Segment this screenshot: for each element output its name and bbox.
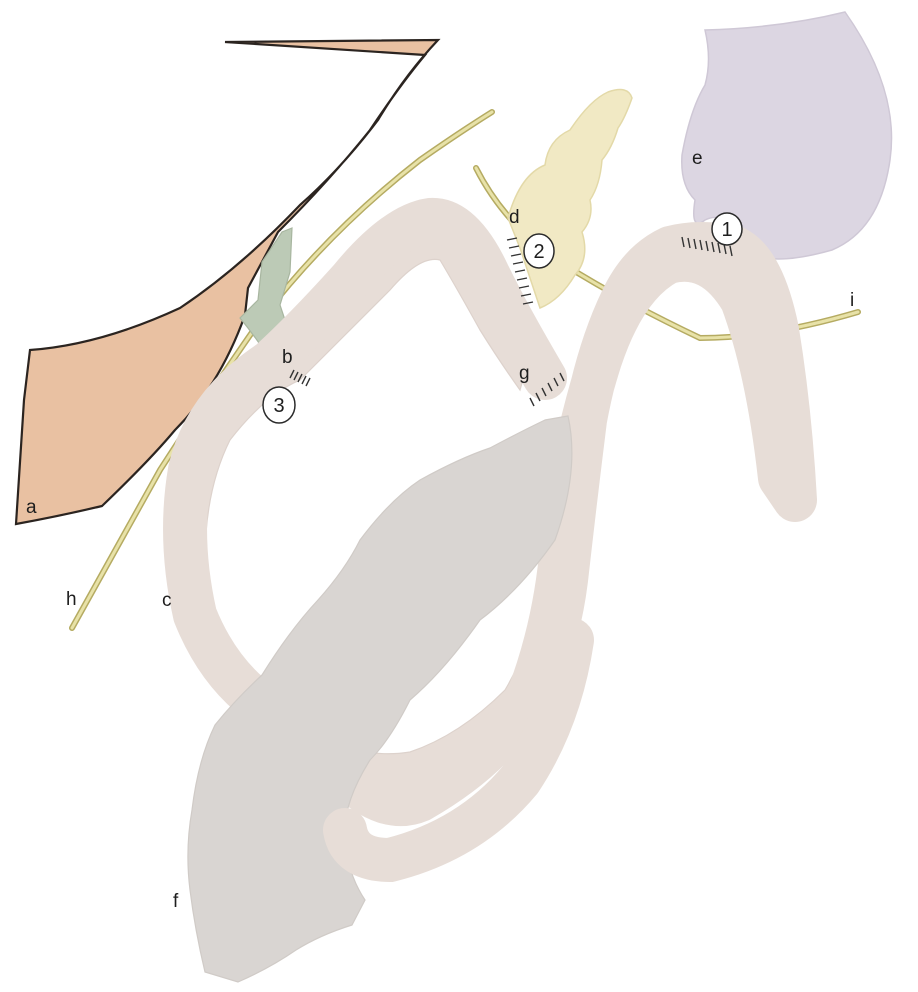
label-b: b <box>282 347 293 368</box>
label-d: d <box>509 207 520 228</box>
label-a: a <box>26 497 37 518</box>
label-c: c <box>162 590 172 611</box>
anastomosis-3-label: 3 <box>273 395 284 417</box>
anastomosis-1-label: 1 <box>721 219 732 241</box>
label-h: h <box>66 589 77 610</box>
anastomosis-3-badge: 3 <box>263 387 295 423</box>
label-g: g <box>519 363 530 384</box>
anastomosis-1-badge: 1 <box>712 213 742 245</box>
anastomosis-2-badge: 2 <box>524 234 554 268</box>
label-i: i <box>850 290 854 311</box>
label-f: f <box>173 891 179 912</box>
label-e: e <box>692 148 703 169</box>
anastomosis-2-label: 2 <box>533 241 544 263</box>
